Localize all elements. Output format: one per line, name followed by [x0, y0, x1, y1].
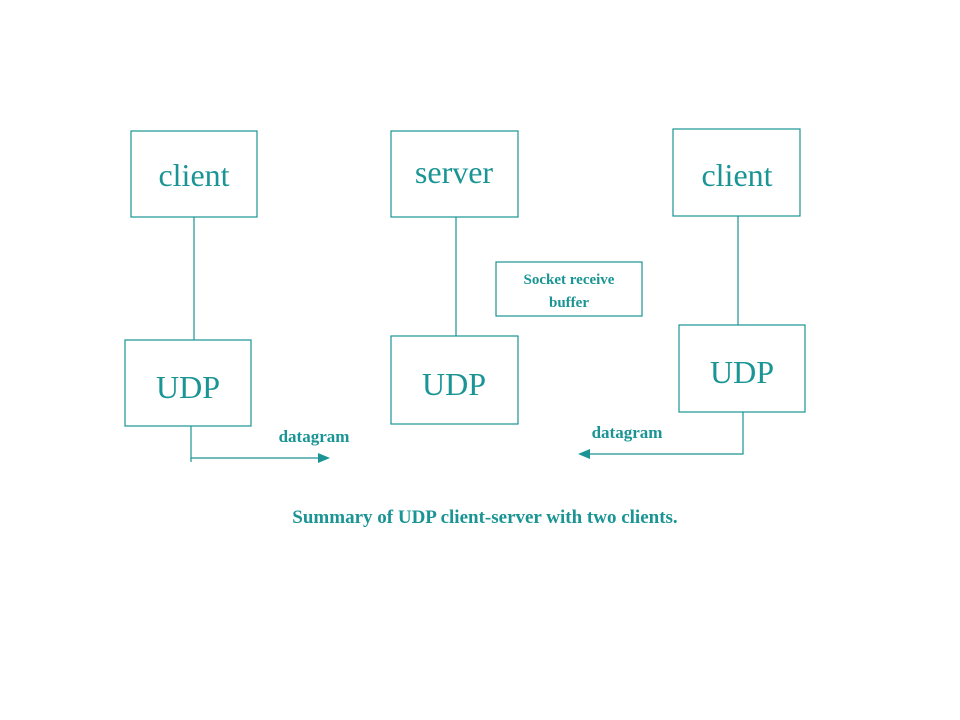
- socket-buffer-box: [495, 261, 643, 317]
- right-client-box: [672, 128, 801, 217]
- left-client-group: client UDP datagram: [124, 130, 350, 463]
- right-client-group: client UDP datagram: [578, 128, 806, 459]
- left-datagram-label: datagram: [279, 427, 350, 446]
- server-group: server UDP: [390, 130, 519, 425]
- right-datagram-label: datagram: [592, 423, 663, 442]
- server-udp-box: [390, 335, 519, 425]
- left-client-label: client: [158, 157, 229, 193]
- right-datagram-path: [590, 412, 744, 455]
- left-client-box: [130, 130, 258, 218]
- right-udp-box: [678, 324, 806, 413]
- server-udp-label: UDP: [422, 366, 486, 402]
- left-datagram-arrowhead: [318, 453, 330, 463]
- server-box: [390, 130, 519, 218]
- socket-buffer-line2: buffer: [549, 295, 589, 311]
- server-label: server: [415, 154, 494, 190]
- diagram-caption: Summary of UDP client-server with two cl…: [292, 507, 677, 528]
- socket-buffer-group: Socket receive buffer: [495, 261, 643, 317]
- left-udp-box: [124, 339, 252, 427]
- socket-buffer-line1: Socket receive: [524, 272, 615, 288]
- left-udp-label: UDP: [156, 369, 220, 405]
- right-datagram-arrowhead: [578, 449, 590, 459]
- right-udp-label: UDP: [710, 354, 774, 390]
- right-client-label: client: [701, 157, 772, 193]
